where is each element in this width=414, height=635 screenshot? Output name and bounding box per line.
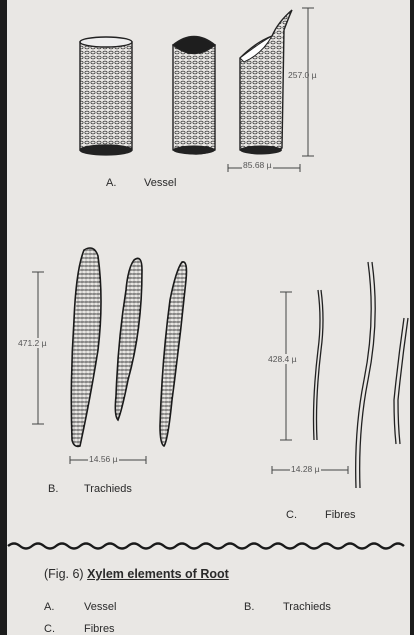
figure-caption: (Fig. 6) Xylem elements of Root bbox=[44, 567, 229, 581]
legend-a-letter: A. bbox=[44, 601, 54, 613]
vessel-name: Vessel bbox=[144, 177, 176, 189]
fibre-1 bbox=[314, 290, 324, 440]
vessel-width-label: 85.68 µ bbox=[242, 160, 273, 170]
vessel-cylinder-3 bbox=[240, 10, 292, 155]
fibres-letter: C. bbox=[286, 509, 297, 521]
fibres-name: Fibres bbox=[325, 509, 356, 521]
trachied-height-scale bbox=[32, 272, 44, 424]
fibre-width-label: 14.28 µ bbox=[290, 464, 321, 474]
legend-b-letter: B. bbox=[244, 601, 254, 613]
vessel-height-label: 257.0 µ bbox=[288, 70, 317, 80]
legend-c-text: Fibres bbox=[84, 623, 115, 635]
legend-b-text: Trachieds bbox=[283, 601, 331, 613]
vessel-cylinder-1 bbox=[80, 37, 132, 155]
trachied-1 bbox=[71, 248, 101, 446]
legend-c-letter: C. bbox=[44, 623, 55, 635]
caption-prefix: (Fig. 6) bbox=[44, 567, 84, 581]
vessel-height-scale bbox=[302, 8, 314, 156]
fibre-height-label: 428.4 µ bbox=[268, 354, 297, 364]
trachied-width-label: 14.56 µ bbox=[88, 454, 119, 464]
caption-title: Xylem elements of Root bbox=[87, 567, 229, 581]
vessel-letter: A. bbox=[106, 177, 116, 189]
wavy-divider bbox=[8, 544, 404, 549]
trachieds-name: Trachieds bbox=[84, 483, 132, 495]
fibre-3 bbox=[394, 318, 408, 444]
trachied-3 bbox=[160, 262, 187, 446]
trachieds-letter: B. bbox=[48, 483, 58, 495]
xylem-illustration bbox=[0, 0, 414, 560]
vessel-cylinder-2 bbox=[173, 37, 215, 155]
fibre-height-scale bbox=[280, 292, 292, 440]
legend-a-text: Vessel bbox=[84, 601, 116, 613]
fibre-2 bbox=[356, 262, 376, 488]
trachied-height-label: 471.2 µ bbox=[18, 338, 47, 348]
trachied-2 bbox=[115, 258, 142, 420]
